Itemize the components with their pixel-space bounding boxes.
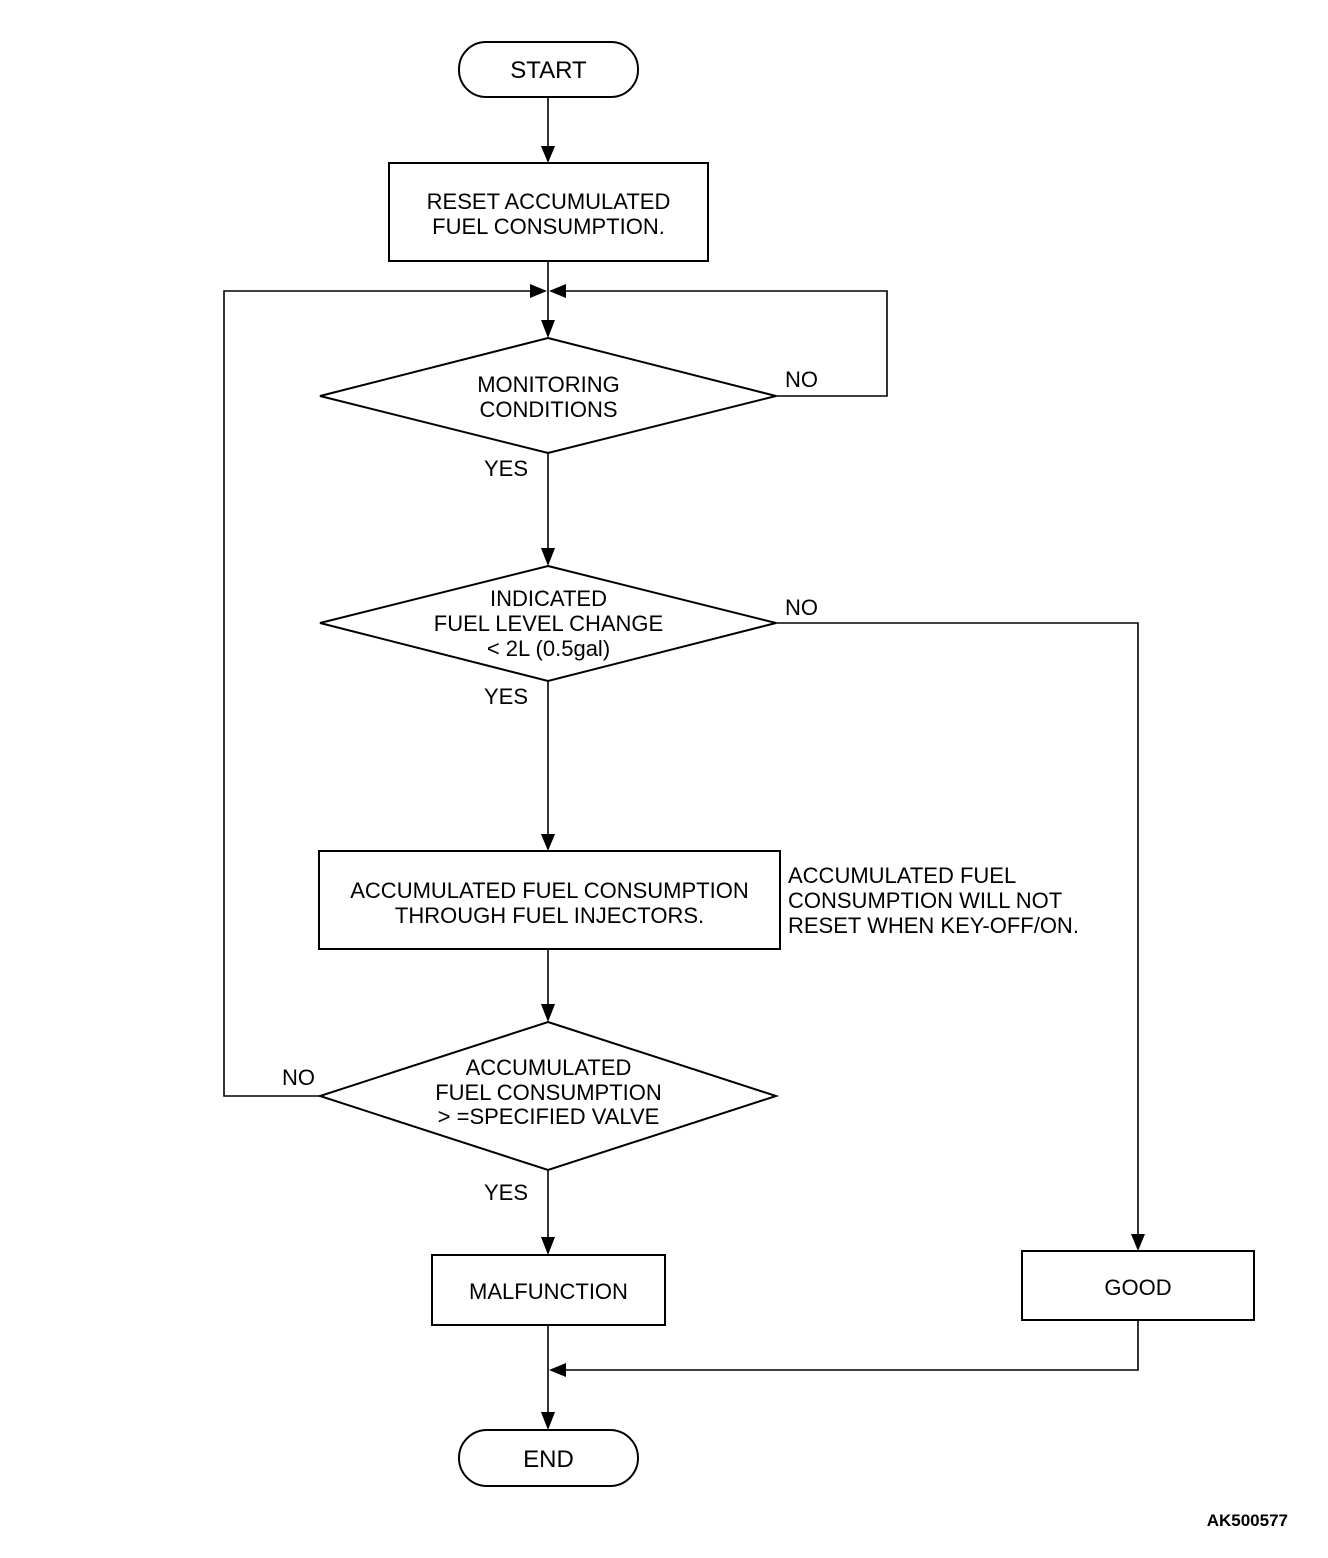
specified-yes-label: YES [484, 1180, 528, 1205]
fuel-level-no-label: NO [785, 595, 818, 620]
arrowhead [541, 548, 555, 566]
monitoring-conditions-decision: MONITORING CONDITIONS [319, 336, 777, 455]
arrowhead [530, 284, 547, 298]
monitoring-line-2: CONDITIONS [479, 397, 617, 422]
connector-good-merge [566, 1320, 1139, 1371]
loop-back-left-line [223, 290, 530, 1097]
monitoring-yes-label: YES [484, 456, 528, 481]
loop-back-right-line [566, 290, 888, 397]
specified-no-label: NO [282, 1065, 315, 1090]
arrowhead [541, 1004, 555, 1022]
note-line-1: ACCUMULATED FUEL [788, 863, 1016, 888]
end-terminal: END [458, 1429, 639, 1487]
arrowhead [541, 1412, 555, 1430]
arrowhead [549, 1363, 566, 1377]
arrowhead [549, 284, 566, 298]
arrowhead [541, 146, 555, 163]
reset-box-line-2: FUEL CONSUMPTION. [432, 214, 665, 239]
arrowhead [541, 320, 555, 338]
accumulated-consumption-box: ACCUMULATED FUEL CONSUMPTION THROUGH FUE… [318, 850, 781, 950]
monitoring-no-label: NO [785, 367, 818, 392]
reset-accumulated-box: RESET ACCUMULATED FUEL CONSUMPTION. [388, 162, 709, 262]
start-terminal: START [458, 41, 639, 98]
accumulate-box-line-2: THROUGH FUEL INJECTORS. [395, 903, 704, 928]
note-line-3: RESET WHEN KEY-OFF/ON. [788, 913, 1079, 938]
reset-box-line-1: RESET ACCUMULATED [427, 189, 671, 214]
arrowhead [1131, 1234, 1145, 1251]
accumulate-note: ACCUMULATED FUEL CONSUMPTION WILL NOT RE… [788, 863, 1079, 938]
malfunction-label: MALFUNCTION [469, 1279, 628, 1304]
good-box: GOOD [1021, 1250, 1255, 1321]
specified-line-1: ACCUMULATED [466, 1055, 632, 1080]
arrowhead [541, 834, 555, 851]
fuel-level-line-3: < 2L (0.5gal) [487, 636, 610, 661]
fuel-level-change-decision: INDICATED FUEL LEVEL CHANGE < 2L (0.5gal… [319, 564, 777, 683]
arrowhead [541, 1237, 555, 1255]
good-label: GOOD [1104, 1275, 1171, 1300]
note-line-2: CONSUMPTION WILL NOT [788, 888, 1062, 913]
accumulate-box-line-1: ACCUMULATED FUEL CONSUMPTION [350, 878, 748, 903]
specified-value-decision: ACCUMULATED FUEL CONSUMPTION > =SPECIFIE… [316, 1020, 780, 1172]
monitoring-line-1: MONITORING [477, 372, 620, 397]
fuel-level-yes-label: YES [484, 684, 528, 709]
specified-line-3: > =SPECIFIED VALVE [438, 1104, 660, 1129]
connector-fuel-level-good [776, 622, 1139, 1236]
figure-code: AK500577 [1207, 1511, 1288, 1530]
specified-line-2: FUEL CONSUMPTION [435, 1080, 662, 1105]
fuel-level-line-1: INDICATED [490, 586, 607, 611]
start-label: START [510, 57, 587, 84]
end-label: END [523, 1446, 574, 1473]
fuel-level-line-2: FUEL LEVEL CHANGE [434, 611, 663, 636]
malfunction-box: MALFUNCTION [431, 1254, 666, 1326]
